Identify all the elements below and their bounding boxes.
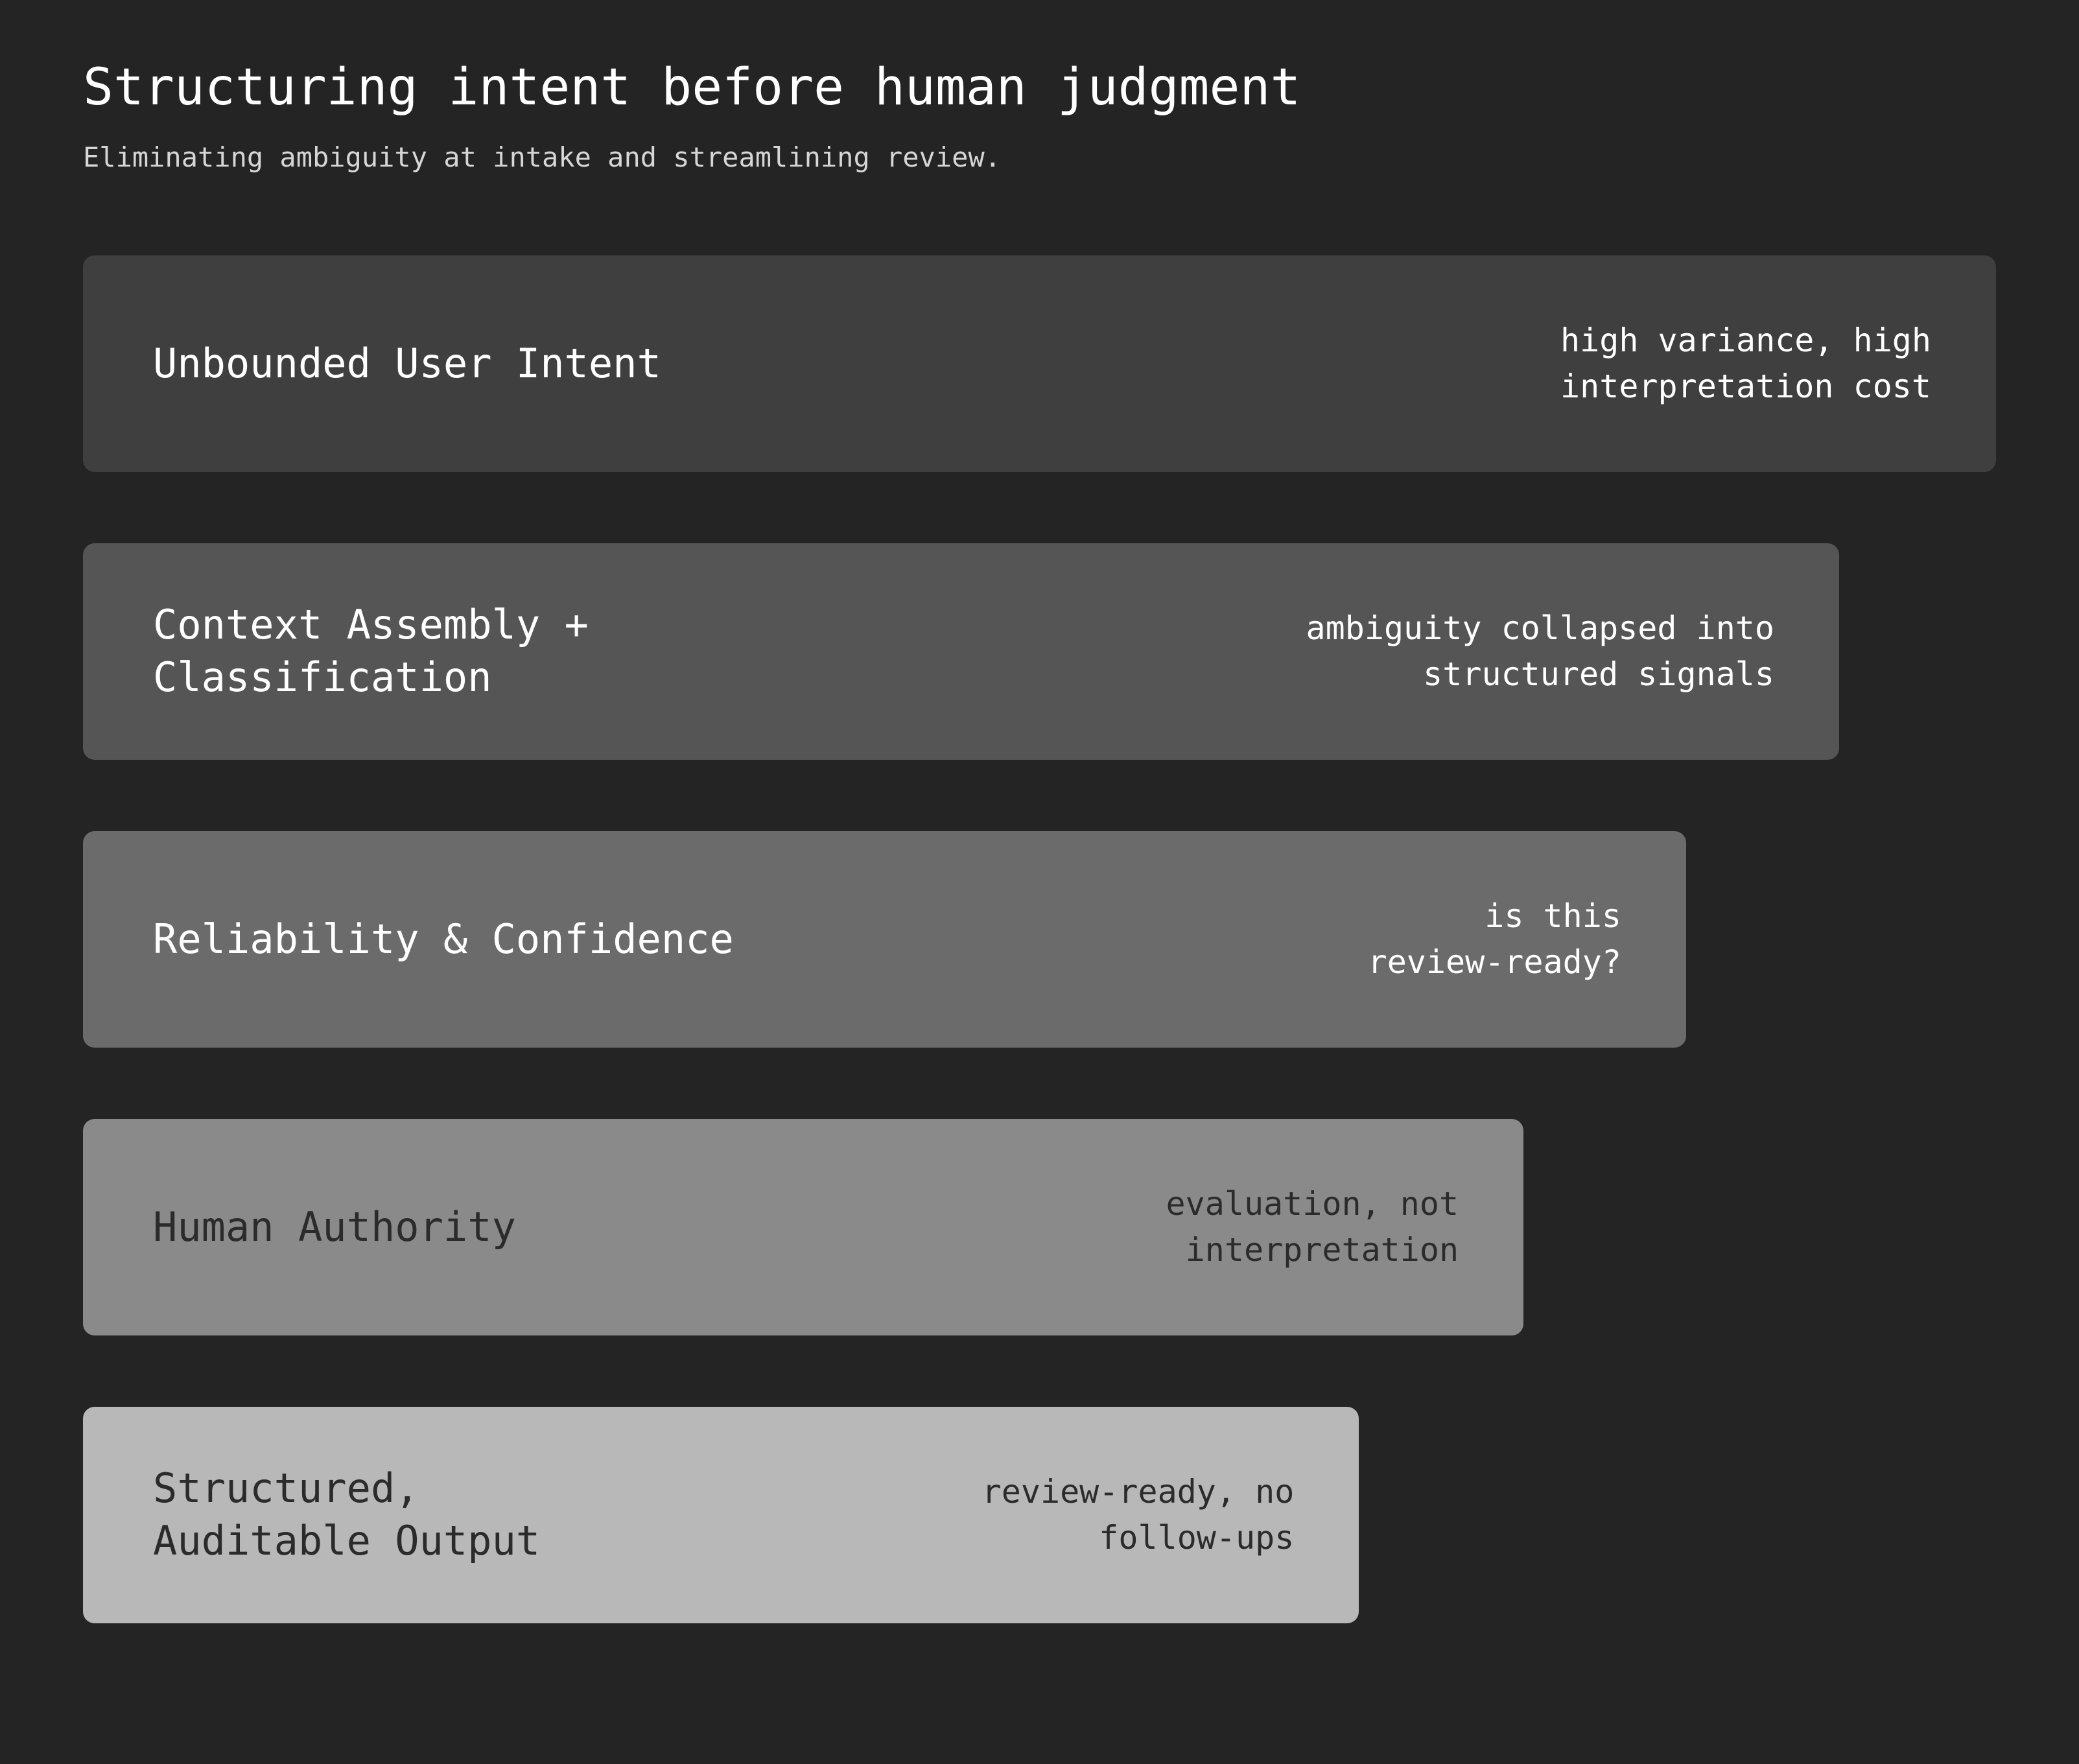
funnel-stage[interactable]: Unbounded User Intent high variance, high…	[83, 255, 1996, 472]
header: Structuring intent before human judgment…	[83, 0, 1996, 171]
page-title: Structuring intent before human judgment	[83, 58, 1301, 117]
funnel-stage-note: review-ready, no follow-ups	[981, 1473, 1295, 1557]
funnel-stage[interactable]: Reliability & Confidence is this review-r…	[83, 831, 1686, 1048]
funnel-stage-label: Unbounded User Intent	[153, 339, 661, 387]
funnel-stage-label: Structured, Auditable Output	[153, 1464, 541, 1564]
funnel-stage[interactable]: Context Assembly + Classification ambigui…	[83, 543, 1840, 760]
funnel-stage[interactable]: Human Authority evaluation, not interpret…	[83, 1119, 1524, 1335]
funnel-stage-note: ambiguity collapsed into structured sign…	[1306, 609, 1775, 693]
funnel-stage-note: evaluation, not interpretation	[1166, 1185, 1459, 1269]
funnel-stage-note: is this review-ready?	[1367, 897, 1621, 981]
funnel-stage-label: Human Authority	[153, 1203, 516, 1251]
page-subtitle: Eliminating ambiguity at intake and stre…	[83, 141, 1002, 173]
funnel-stage-label: Context Assembly + Classification	[153, 601, 589, 701]
funnel-stage-label: Reliability & Confidence	[153, 915, 734, 963]
funnel-stage[interactable]: Structured, Auditable Output review-ready…	[83, 1407, 1359, 1623]
funnel-stage-note: high variance, high interpretation cost	[1560, 322, 1931, 405]
funnel-chart: Unbounded User Intent high variance, high…	[83, 255, 1996, 1623]
